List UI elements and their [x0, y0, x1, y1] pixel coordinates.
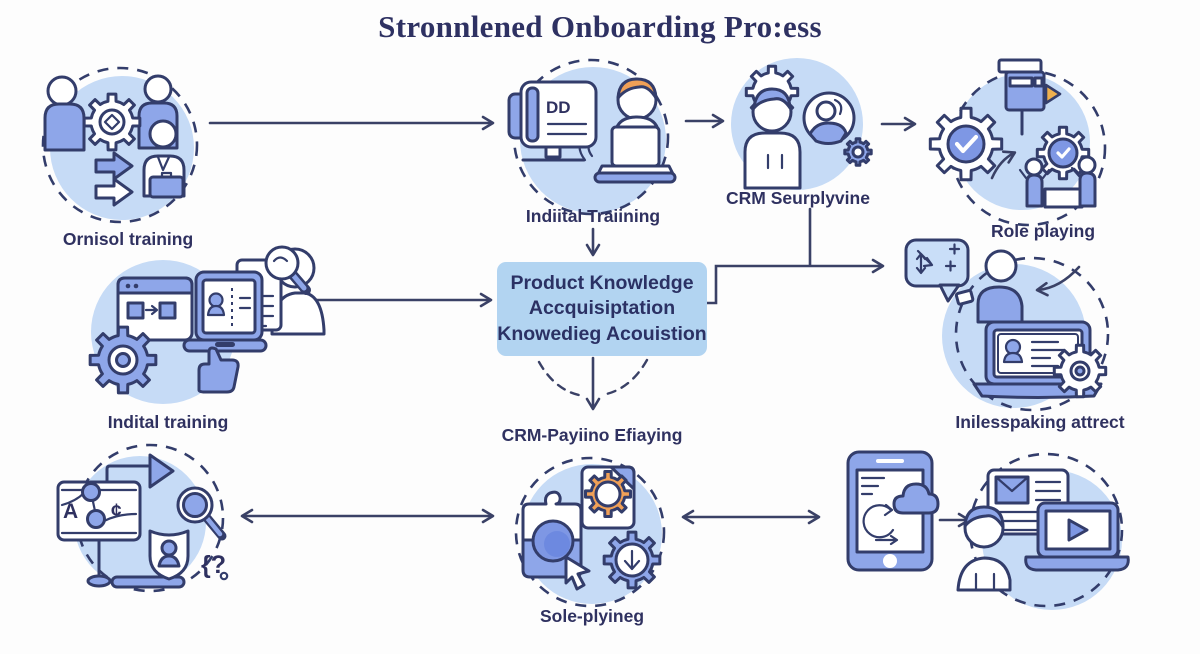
initial-training-2-icon	[88, 245, 326, 404]
cursor-icon	[564, 555, 591, 591]
label-sole-playing: Sole-plyineg	[539, 606, 645, 626]
workflow-browser-icon	[116, 276, 194, 342]
play-arrow-icon	[105, 453, 175, 489]
chat-bubble-icon	[904, 238, 970, 303]
box-line-1: Product Knowledge	[510, 271, 694, 294]
board-cent: ¢	[111, 501, 122, 522]
label-organized-training: Ornisol training	[62, 229, 194, 249]
label-initial-training: Indiital Traiining	[525, 206, 661, 226]
product-knowledge-box: Product Knowledge Accquisiptation Knowed…	[497, 262, 707, 356]
language-search-icon: A ¢ {?	[56, 443, 229, 593]
cloud-icon	[892, 482, 940, 515]
interspeaking-icon	[904, 238, 1110, 412]
transfer-arrows-icon	[94, 151, 134, 207]
organized-training-icon	[41, 66, 199, 224]
crm-supervising-icon	[731, 58, 872, 190]
gear-icon	[1053, 344, 1107, 398]
dashed-ring	[968, 452, 1124, 608]
connector-arrows	[208, 113, 917, 525]
sole-playing-icon	[514, 456, 666, 608]
student-laptop-icon	[578, 77, 677, 184]
box-line-2: Accquisiptation	[528, 297, 676, 320]
dashed-curve-left	[537, 360, 586, 398]
signboard-icon: A ¢	[56, 480, 186, 589]
orange-gear-icon	[584, 470, 632, 518]
label-role-playing: Role playing	[990, 221, 1096, 241]
celebrating-people-icon	[1018, 155, 1097, 209]
shield-user-icon	[148, 529, 190, 581]
supervisor-gear-icon	[743, 65, 802, 190]
small-gear-icon	[844, 138, 872, 166]
arrow-box-to-interspeaking	[704, 258, 885, 305]
clock-gear-icon	[1036, 126, 1090, 180]
board-letter: A	[63, 500, 78, 523]
initial-training-icon: DD	[507, 58, 677, 216]
curved-arrow	[1035, 265, 1081, 297]
role-playing-icon	[928, 58, 1107, 227]
magnifier-icon	[264, 245, 311, 295]
dashed-ring	[514, 456, 666, 608]
book-text: DD	[546, 98, 571, 117]
dashed-ring	[41, 66, 199, 224]
download-gear-icon	[602, 530, 662, 590]
viewer-icon	[956, 505, 1012, 592]
magnifier-icon	[176, 486, 227, 541]
box-line-3: Knowedieg Acouistion	[497, 322, 707, 345]
question-icon: {?	[201, 551, 229, 581]
presentation-camera-icon	[997, 58, 1062, 136]
mail-document-icon	[986, 468, 1070, 536]
video-laptop-icon	[1024, 501, 1130, 572]
label-crm-supervising: CRM Seurplyvine	[726, 188, 870, 208]
thumbs-up-icon	[197, 346, 240, 394]
curved-arrow	[990, 150, 1017, 180]
label-initial-training-2: Indital training	[107, 412, 229, 432]
dashed-ring	[954, 256, 1110, 412]
check-gear-icon	[928, 106, 1004, 182]
profile-laptop-icon	[182, 270, 268, 353]
mobile-sync-icon	[846, 450, 1130, 610]
observer-lens-icon	[802, 91, 856, 145]
page-title: Stronnlened Onboarding Pro:ess	[378, 9, 822, 44]
new-employee-icon	[142, 119, 186, 199]
label-interspeaking: Inilesspaking attrect	[955, 412, 1125, 432]
gear-icon	[88, 325, 158, 395]
dashed-curve-right	[600, 358, 649, 397]
training-book-monitor-icon: DD	[507, 80, 598, 162]
node-circle	[954, 74, 1090, 210]
label-crm-playing: CRM-Payiino Efiaying	[501, 425, 683, 445]
